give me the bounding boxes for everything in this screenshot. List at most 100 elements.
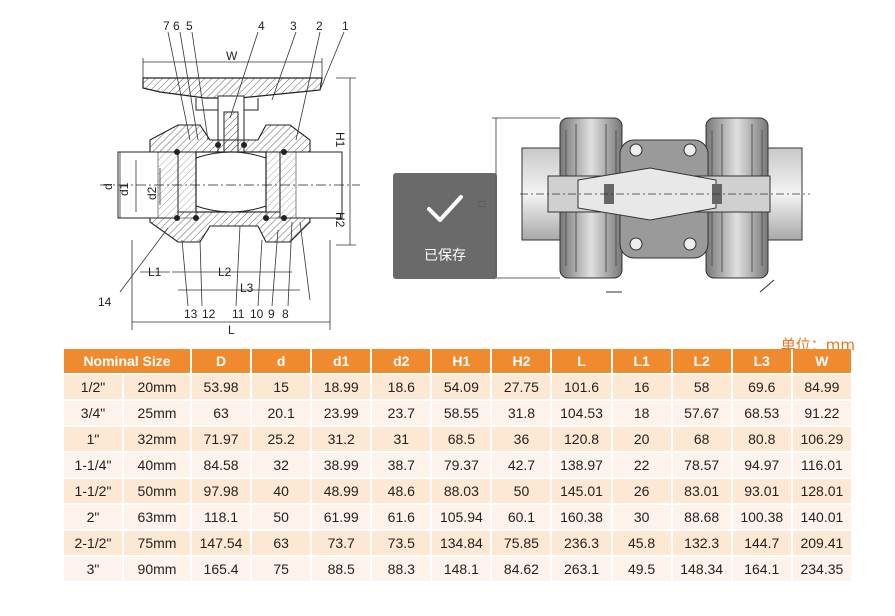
value-cell: 91.22 bbox=[792, 401, 851, 425]
dim-l2-label: L2 bbox=[218, 265, 232, 279]
callout-14: 14 bbox=[98, 295, 112, 309]
header-nominal-size: Nominal Size bbox=[64, 349, 191, 373]
value-cell: 78.57 bbox=[672, 453, 731, 477]
value-cell: 18.6 bbox=[372, 375, 431, 399]
callout-9: 9 bbox=[268, 307, 275, 321]
value-cell: 134.84 bbox=[432, 531, 491, 555]
callout-10: 10 bbox=[250, 307, 264, 321]
value-cell: 73.7 bbox=[312, 531, 371, 555]
value-cell: 88.3 bbox=[372, 557, 431, 581]
value-cell: 69.6 bbox=[732, 375, 791, 399]
nominal-mm-cell: 40mm bbox=[124, 453, 191, 477]
header-cell: d2 bbox=[372, 349, 431, 373]
value-cell: 73.5 bbox=[372, 531, 431, 555]
cross-section-view: 7 6 5 4 3 2 1 14 13 12 11 10 9 8 W H1 H2… bbox=[98, 19, 360, 337]
value-cell: 140.01 bbox=[792, 505, 851, 529]
value-cell: 36 bbox=[492, 427, 551, 451]
value-cell: 93.01 bbox=[732, 479, 791, 503]
value-cell: 165.4 bbox=[192, 557, 251, 581]
value-cell: 58.55 bbox=[432, 401, 491, 425]
value-cell: 25.2 bbox=[252, 427, 311, 451]
callout-12: 12 bbox=[202, 307, 216, 321]
callout-8: 8 bbox=[282, 307, 289, 321]
dim-h1-label: H1 bbox=[333, 132, 347, 148]
value-cell: 48.6 bbox=[372, 479, 431, 503]
value-cell: 88.03 bbox=[432, 479, 491, 503]
value-cell: 32 bbox=[252, 453, 311, 477]
value-cell: 84.62 bbox=[492, 557, 551, 581]
callout-5: 5 bbox=[186, 19, 193, 33]
value-cell: 83.01 bbox=[672, 479, 731, 503]
callout-1: 1 bbox=[342, 19, 349, 33]
callout-11: 11 bbox=[232, 307, 245, 321]
table-header-row: Nominal Size D d d1 d2 H1 H2 L L1 L2 L3 … bbox=[64, 349, 851, 373]
value-cell: 105.94 bbox=[432, 505, 491, 529]
value-cell: 63 bbox=[252, 531, 311, 555]
dim-d2-label: d2 bbox=[145, 186, 159, 200]
value-cell: 263.1 bbox=[552, 557, 611, 581]
nominal-mm-cell: 63mm bbox=[124, 505, 191, 529]
value-cell: 144.7 bbox=[732, 531, 791, 555]
dim-d1-label: d1 bbox=[117, 182, 131, 196]
header-cell: L2 bbox=[672, 349, 731, 373]
value-cell: 148.1 bbox=[432, 557, 491, 581]
value-cell: 27.75 bbox=[492, 375, 551, 399]
value-cell: 63 bbox=[192, 401, 251, 425]
value-cell: 50 bbox=[252, 505, 311, 529]
dim-l-label: L bbox=[228, 323, 235, 337]
value-cell: 26 bbox=[612, 479, 671, 503]
value-cell: 30 bbox=[612, 505, 671, 529]
dim-l3-label: L3 bbox=[240, 281, 254, 295]
value-cell: 40 bbox=[252, 479, 311, 503]
value-cell: 234.35 bbox=[792, 557, 851, 581]
nominal-inch-cell: 1-1/2" bbox=[64, 479, 122, 503]
value-cell: 60.1 bbox=[492, 505, 551, 529]
value-cell: 61.99 bbox=[312, 505, 371, 529]
value-cell: 84.58 bbox=[192, 453, 251, 477]
nominal-mm-cell: 90mm bbox=[124, 557, 191, 581]
nominal-mm-cell: 25mm bbox=[124, 401, 191, 425]
check-icon bbox=[427, 195, 463, 222]
callout-4: 4 bbox=[258, 19, 265, 33]
value-cell: 79.37 bbox=[432, 453, 491, 477]
value-cell: 88.5 bbox=[312, 557, 371, 581]
value-cell: 160.38 bbox=[552, 505, 611, 529]
value-cell: 138.97 bbox=[552, 453, 611, 477]
value-cell: 54.09 bbox=[432, 375, 491, 399]
value-cell: 75.85 bbox=[492, 531, 551, 555]
value-cell: 58 bbox=[672, 375, 731, 399]
callout-13: 13 bbox=[184, 307, 198, 321]
value-cell: 48.99 bbox=[312, 479, 371, 503]
header-cell: W bbox=[792, 349, 851, 373]
value-cell: 50 bbox=[492, 479, 551, 503]
product-top-view: D bbox=[475, 117, 810, 293]
value-cell: 18.99 bbox=[312, 375, 371, 399]
value-cell: 49.5 bbox=[612, 557, 671, 581]
value-cell: 147.54 bbox=[192, 531, 251, 555]
nominal-mm-cell: 32mm bbox=[124, 427, 191, 451]
value-cell: 22 bbox=[612, 453, 671, 477]
value-cell: 31.8 bbox=[492, 401, 551, 425]
nominal-inch-cell: 2-1/2" bbox=[64, 531, 122, 555]
header-cell: D bbox=[192, 349, 251, 373]
header-cell: L1 bbox=[612, 349, 671, 373]
value-cell: 80.8 bbox=[732, 427, 791, 451]
value-cell: 68.53 bbox=[732, 401, 791, 425]
value-cell: 128.01 bbox=[792, 479, 851, 503]
value-cell: 209.41 bbox=[792, 531, 851, 555]
value-cell: 20.1 bbox=[252, 401, 311, 425]
valve-drawing: 7 6 5 4 3 2 1 14 13 12 11 10 9 8 W H1 H2… bbox=[98, 19, 810, 337]
value-cell: 68 bbox=[672, 427, 731, 451]
value-cell: 84.99 bbox=[792, 375, 851, 399]
value-cell: 101.6 bbox=[552, 375, 611, 399]
value-cell: 106.29 bbox=[792, 427, 851, 451]
value-cell: 23.7 bbox=[372, 401, 431, 425]
value-cell: 38.99 bbox=[312, 453, 371, 477]
header-cell: d1 bbox=[312, 349, 371, 373]
